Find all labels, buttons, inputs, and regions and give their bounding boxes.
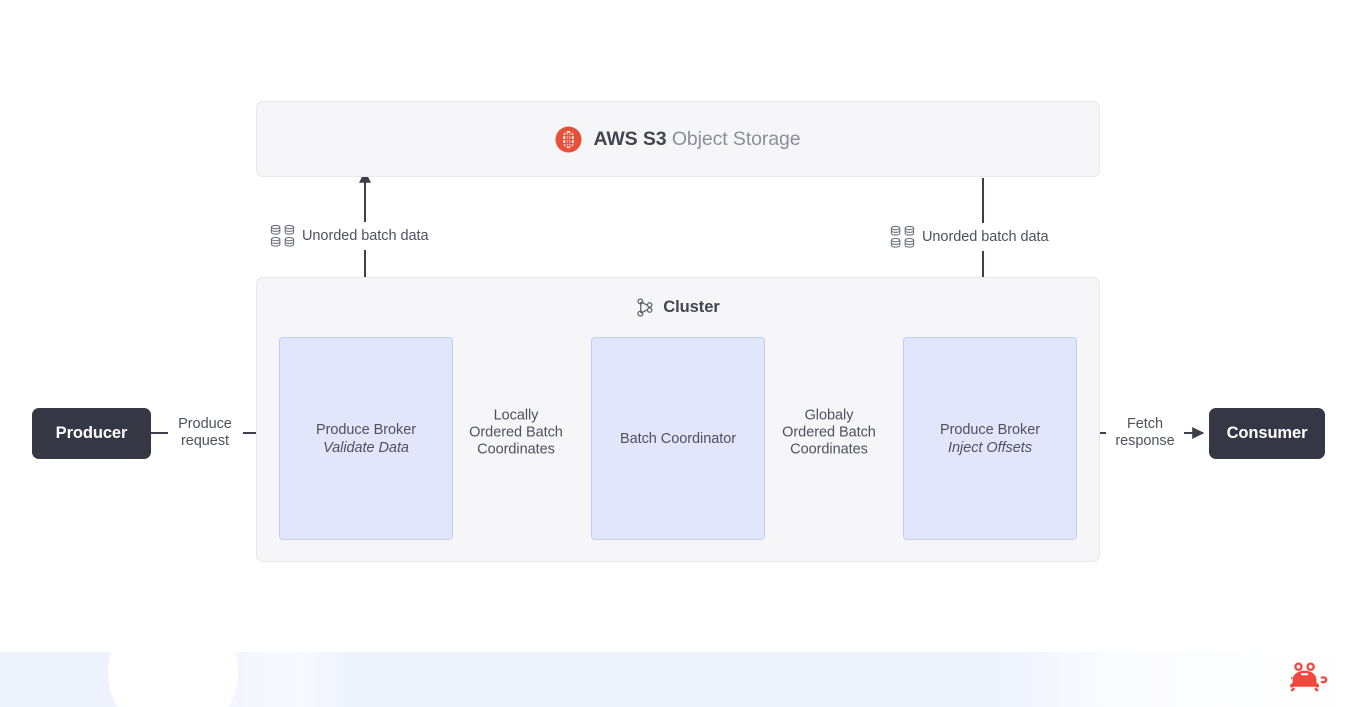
node-produce-broker-validate[interactable]: Produce Broker Validate Data [279, 337, 453, 540]
database-grid-icon [890, 225, 915, 248]
storage-flow-label-upload: Unorded batch data [270, 224, 429, 247]
aws-s3-storage-panel: AWS S3 Object Storage [256, 101, 1100, 177]
cluster-title: Cluster [663, 298, 720, 316]
aws-s3-icon [555, 125, 582, 153]
node-produce-broker-inject[interactable]: Produce Broker Inject Offsets [903, 337, 1077, 540]
storage-flow-text: Unorded batch data [302, 227, 429, 244]
flow-label-globaly-ordered-batch-coordinates: Globaly Ordered Batch Coordinates [782, 407, 876, 458]
cluster-header: Cluster [257, 298, 1099, 317]
node-title: Produce Broker [315, 421, 417, 438]
storage-title: AWS S3 Object Storage [593, 128, 800, 151]
flow-label-produce-request: Produce request [178, 416, 232, 449]
flow-label-fetch-response: Fetch response [1115, 416, 1175, 449]
node-title: Batch Coordinator [619, 430, 737, 447]
flow-label-locally-ordered-batch-coordinates: Locally Ordered Batch Coordinates [469, 407, 563, 458]
database-grid-icon [270, 224, 295, 247]
endpoint-consumer[interactable]: Consumer [1209, 408, 1325, 459]
node-subtitle: Validate Data [323, 439, 409, 456]
node-title: Produce Broker [939, 421, 1041, 438]
endpoint-producer[interactable]: Producer [32, 408, 151, 459]
storage-label: Object Storage [671, 127, 801, 150]
storage-flow-text: Unorded batch data [922, 228, 1049, 245]
storage-brand: AWS S3 [593, 127, 667, 150]
node-subtitle: Inject Offsets [948, 439, 1032, 456]
crab-logo-icon [1290, 662, 1328, 692]
bottom-gradient-band [0, 652, 1368, 707]
cluster-network-icon [637, 298, 653, 317]
storage-flow-label-download: Unorded batch data [890, 225, 1049, 248]
node-batch-coordinator[interactable]: Batch Coordinator [591, 337, 765, 540]
